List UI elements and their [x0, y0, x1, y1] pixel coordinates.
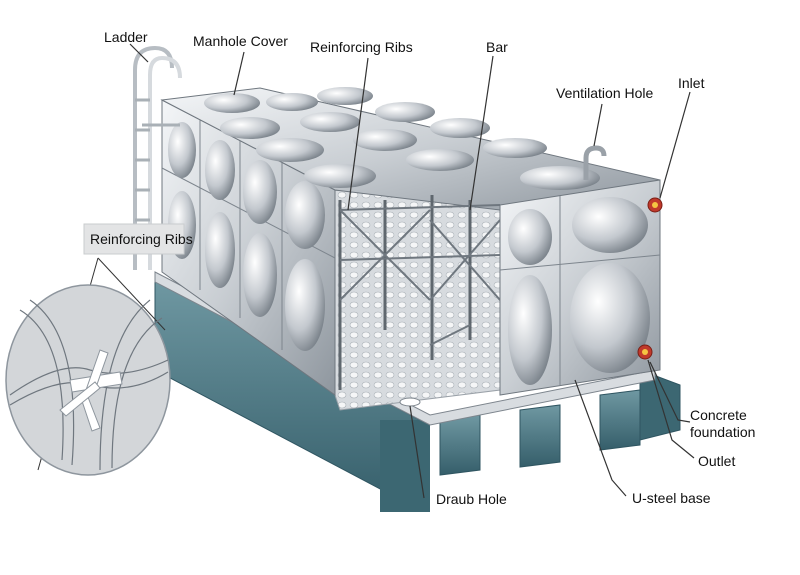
manhole-cover: [204, 93, 260, 113]
label-reinforcing-ribs-detail: Reinforcing Ribs: [90, 231, 193, 247]
tank-roof: [160, 87, 661, 211]
u-steel-base: [154, 271, 656, 426]
ribs-detail-magnifier: [5, 257, 171, 476]
label-concrete-foundation-1: Concrete: [690, 407, 747, 423]
reinforcing-bars: [338, 195, 501, 390]
leader-lines: [129, 43, 695, 499]
tank-floor: [329, 189, 501, 411]
ladder: [133, 45, 182, 270]
ribs-detail-label-box: [83, 223, 185, 255]
tank-left-wall: [161, 99, 336, 396]
label-draub-hole: Draub Hole: [436, 491, 507, 507]
label-manhole-cover: Manhole Cover: [193, 33, 288, 49]
label-bar: Bar: [486, 39, 508, 55]
label-ventilation-hole: Ventilation Hole: [556, 85, 654, 101]
label-concrete-foundation-2: foundation: [690, 424, 755, 440]
concrete-foundation: [154, 279, 681, 512]
ventilation-pipe: [583, 145, 607, 180]
tank-end-wall: [499, 179, 661, 396]
draub-hole: [399, 397, 421, 407]
label-inlet: Inlet: [678, 75, 705, 91]
label-ladder: Ladder: [104, 29, 148, 45]
label-u-steel-base: U-steel base: [632, 490, 711, 506]
label-reinforcing-ribs-top: Reinforcing Ribs: [310, 39, 413, 55]
label-outlet: Outlet: [698, 453, 735, 469]
